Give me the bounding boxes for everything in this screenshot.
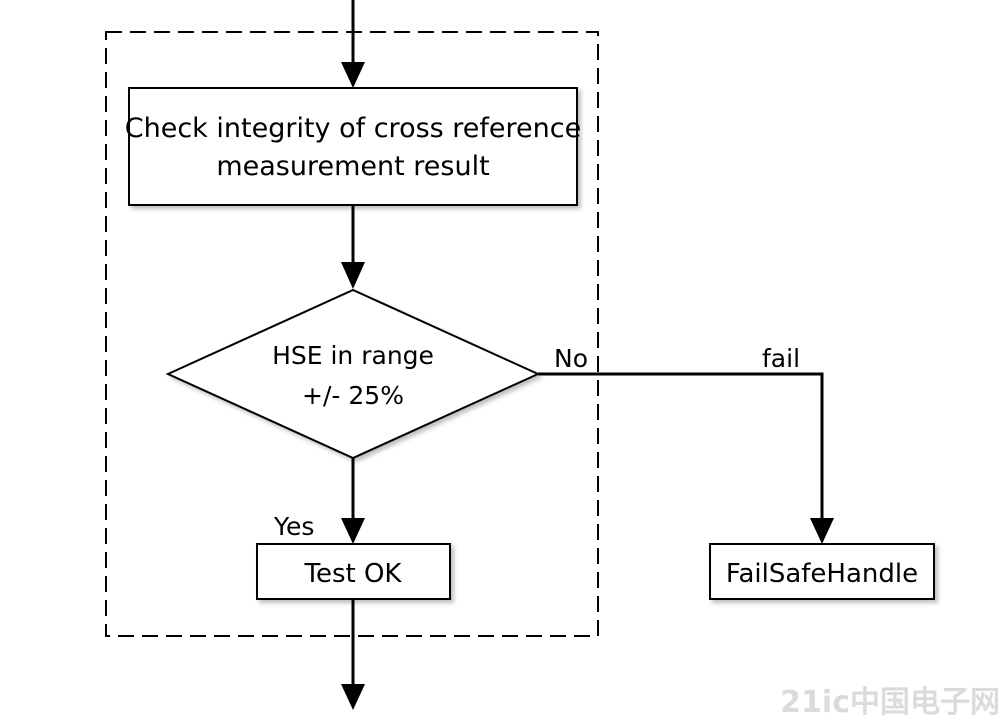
arrow-no-branch-line (538, 372, 824, 522)
arrow-check-to-decision-head (341, 262, 365, 289)
arrow-no-branch-head (810, 518, 834, 544)
test-ok-box (256, 543, 451, 600)
hse-range-decision (165, 288, 541, 460)
decision-text-line1: HSE in range (272, 341, 434, 370)
decision-text-line2: +/- 25% (302, 381, 404, 410)
outgoing-arrow-head (341, 684, 365, 710)
arrow-yes-branch-head (341, 518, 365, 544)
failsafe-handle-text: FailSafeHandle (726, 559, 918, 589)
edge-label-no: No (554, 344, 588, 373)
failsafe-handle-box (709, 543, 935, 600)
edge-label-yes: Yes (273, 512, 314, 541)
check-integrity-text-line2: measurement result (216, 151, 489, 182)
incoming-arrow-head (341, 62, 365, 88)
edge-label-fail: fail (762, 344, 800, 373)
test-ok-text: Test OK (304, 559, 403, 589)
check-integrity-box (128, 87, 578, 206)
watermark-logo: 21ic中国电子网 (780, 685, 1000, 719)
check-integrity-text-line1: Check integrity of cross reference (125, 113, 581, 144)
